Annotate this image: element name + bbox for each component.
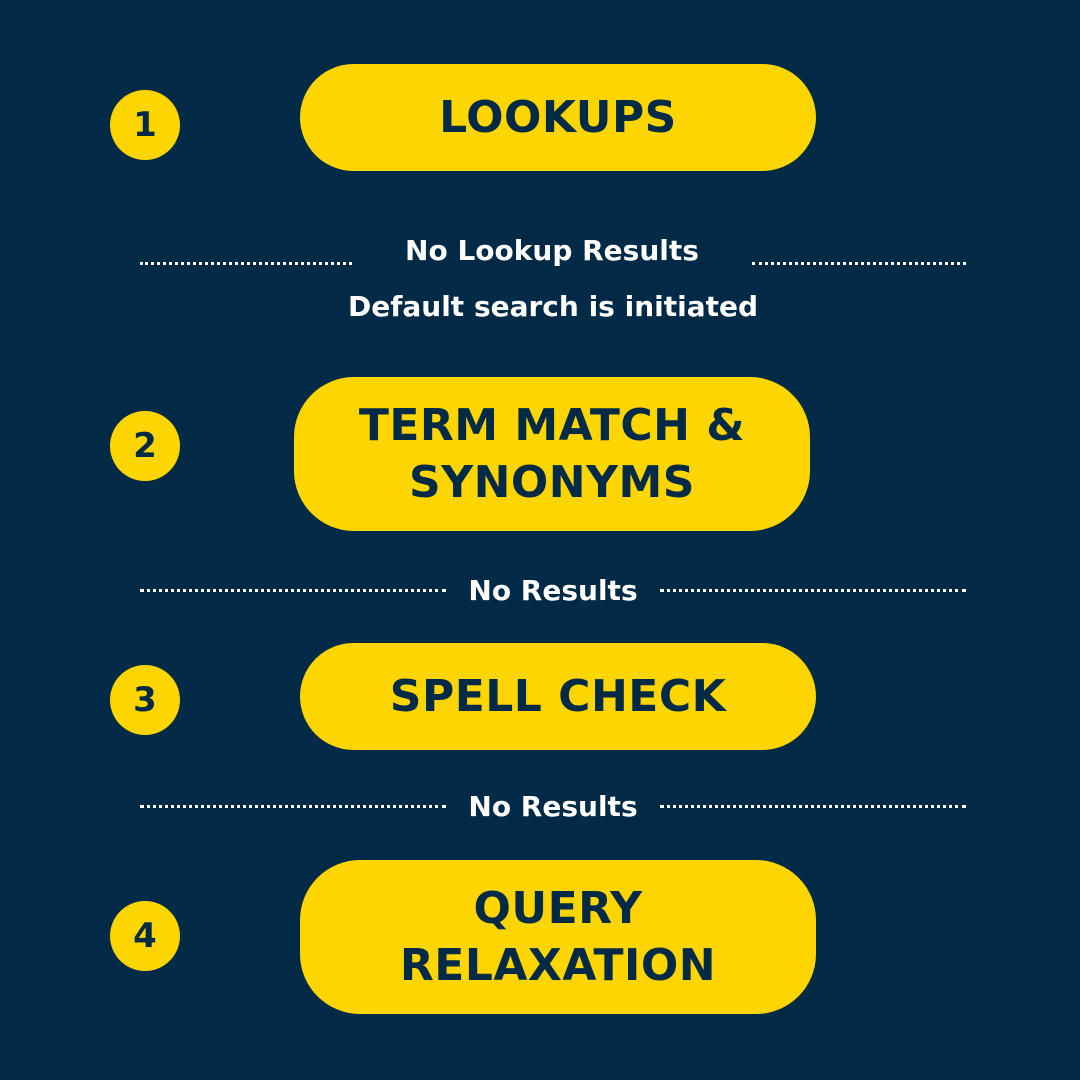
connector-1-label: No Lookup Results: [405, 233, 699, 267]
step-3-spell-check-box: SPELL CHECK: [300, 643, 816, 750]
step-1-lookups-box: LOOKUPS: [300, 64, 816, 171]
step-2-number-badge: 2: [110, 411, 180, 481]
connector-2-left-dots: [140, 588, 447, 592]
step-3-label-line-1: SPELL CHECK: [389, 670, 727, 722]
connector-1-right-dots: [752, 261, 966, 265]
connector-2: No Results: [140, 570, 966, 610]
connector-3-label: No Results: [468, 789, 638, 823]
step-4-number-badge: 4: [110, 901, 180, 971]
connector-3-right-dots: [659, 804, 966, 808]
connector-1-left-dots: [140, 261, 352, 265]
step-2-term-match-synonyms-box: TERM MATCH & SYNONYMS: [294, 377, 810, 531]
step-4-label-line-1: QUERY: [473, 882, 643, 934]
step-2-label-line-2: SYNONYMS: [409, 457, 695, 508]
step-2-label-line-1: TERM MATCH &: [358, 399, 746, 451]
connector-3-left-dots: [140, 804, 447, 808]
connector-3: No Results: [140, 786, 966, 826]
step-4-label-line-2: RELAXATION: [399, 940, 717, 991]
connector-2-label: No Results: [468, 573, 638, 607]
step-3-number-badge: 3: [110, 665, 180, 735]
connector-1: No Lookup Results: [140, 230, 966, 270]
step-4-query-relaxation-box: QUERY RELAXATION: [300, 860, 816, 1014]
connector-1-sublabel: Default search is initiated: [347, 290, 759, 323]
connector-2-right-dots: [659, 588, 966, 592]
step-1-label-line-1: LOOKUPS: [439, 91, 677, 143]
step-1-number-badge: 1: [110, 90, 180, 160]
